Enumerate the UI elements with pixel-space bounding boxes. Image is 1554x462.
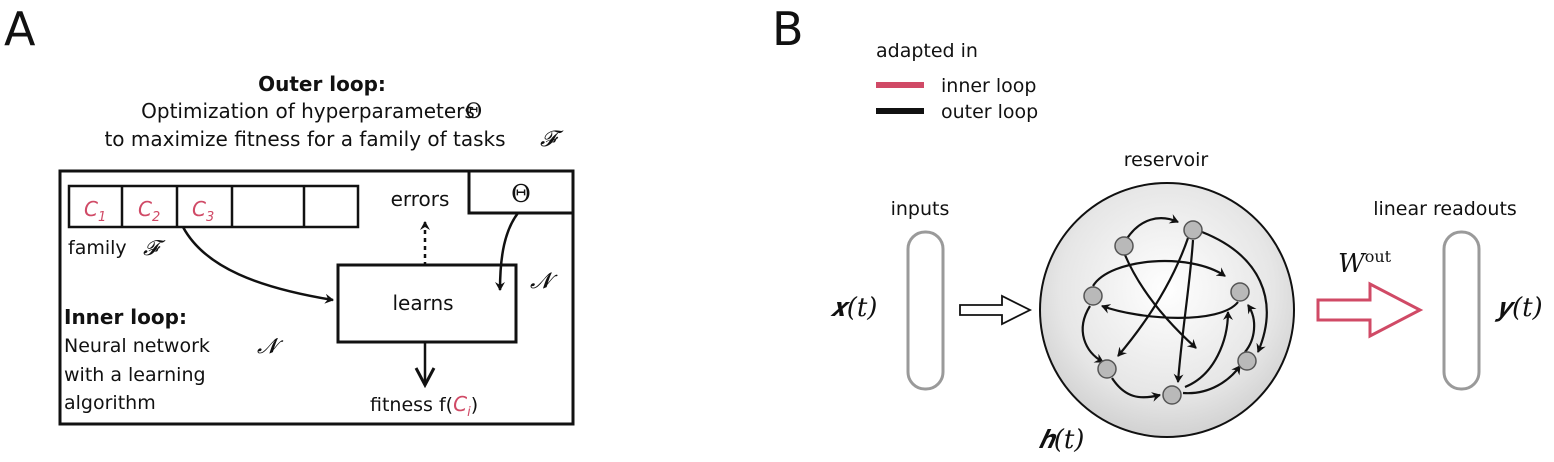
rec-connection — [1182, 365, 1241, 395]
family-label: family — [68, 237, 127, 259]
outer-loop-box — [58, 169, 575, 426]
weight-symbol: Wout — [1338, 247, 1392, 279]
rec-connection — [1081, 305, 1104, 363]
reservoir-neuron — [1237, 351, 1257, 371]
learns-label: learns — [392, 291, 453, 315]
rec-connection — [1184, 311, 1233, 389]
state-symbol: 𝒉(t) — [1038, 425, 1084, 455]
family-strip — [67, 184, 360, 229]
rec-connection — [1244, 304, 1257, 353]
outer-loop-title: Outer loop: — [258, 72, 386, 96]
reservoir-neuron — [1230, 282, 1250, 302]
rec-connection — [1101, 301, 1239, 319]
input-bar — [906, 230, 945, 391]
panel-b-label: B — [772, 2, 804, 56]
learns-box — [336, 263, 518, 344]
inner-loop-network-symbol: 𝓝 — [257, 334, 284, 358]
readout-weight-arrow — [1316, 281, 1424, 339]
reservoir-neurons — [1083, 220, 1257, 405]
reservoir-neuron — [1162, 385, 1182, 405]
family-symbol: 𝓕 — [143, 236, 166, 260]
family-task-1: C1 — [84, 197, 106, 225]
outer-loop-line2: to maximize fitness for a family of task… — [104, 127, 505, 151]
reservoir-label: reservoir — [1124, 149, 1209, 171]
input-to-reservoir-arrow — [959, 294, 1033, 326]
theta-box — [467, 169, 575, 215]
legend-title: adapted in — [876, 40, 978, 62]
rec-connection — [1111, 377, 1161, 402]
inputs-label: inputs — [891, 198, 950, 220]
outer-loop-theta: Θ — [465, 99, 482, 123]
family-to-learns-arrow — [181, 226, 334, 304]
network-symbol: 𝓝 — [530, 269, 558, 294]
rec-connection — [1123, 254, 1197, 349]
reservoir-neuron — [1083, 286, 1103, 306]
reservoir-neuron — [1183, 220, 1203, 240]
errors-label: errors — [391, 187, 450, 211]
inner-loop-title: Inner loop: — [64, 305, 187, 329]
inner-loop-line1: Neural network — [64, 335, 210, 357]
outer-loop-line1: Optimization of hyperparameters — [141, 99, 475, 123]
readouts-label: linear readouts — [1373, 198, 1517, 220]
readout-bar — [1442, 230, 1481, 391]
reservoir-neuron — [1114, 236, 1134, 256]
output-symbol: 𝒚(t) — [1494, 293, 1543, 323]
rec-connection — [1117, 237, 1190, 357]
panel-a-label: A — [4, 2, 36, 56]
reservoir-neuron — [1097, 359, 1117, 379]
rec-connection — [1173, 239, 1195, 383]
reservoir-connections — [1081, 214, 1268, 402]
fitness-label: fitness f(Ci) — [370, 392, 478, 420]
legend-label-outer: outer loop — [941, 101, 1038, 123]
family-task-2: C2 — [138, 197, 160, 225]
family-task-3: C3 — [192, 197, 214, 225]
theta-to-learns-arrow — [495, 212, 519, 291]
rec-connection — [1125, 214, 1179, 241]
rec-connection — [1201, 230, 1268, 353]
theta-symbol: Θ — [511, 180, 531, 208]
inner-loop-line2: with a learning — [64, 364, 206, 386]
rec-connection — [1092, 260, 1226, 287]
inner-loop-line3: algorithm — [64, 392, 156, 414]
input-symbol: 𝒙(t) — [830, 293, 877, 323]
legend-label-inner: inner loop — [941, 75, 1037, 97]
outer-loop-family-symbol: 𝓕 — [540, 127, 564, 152]
